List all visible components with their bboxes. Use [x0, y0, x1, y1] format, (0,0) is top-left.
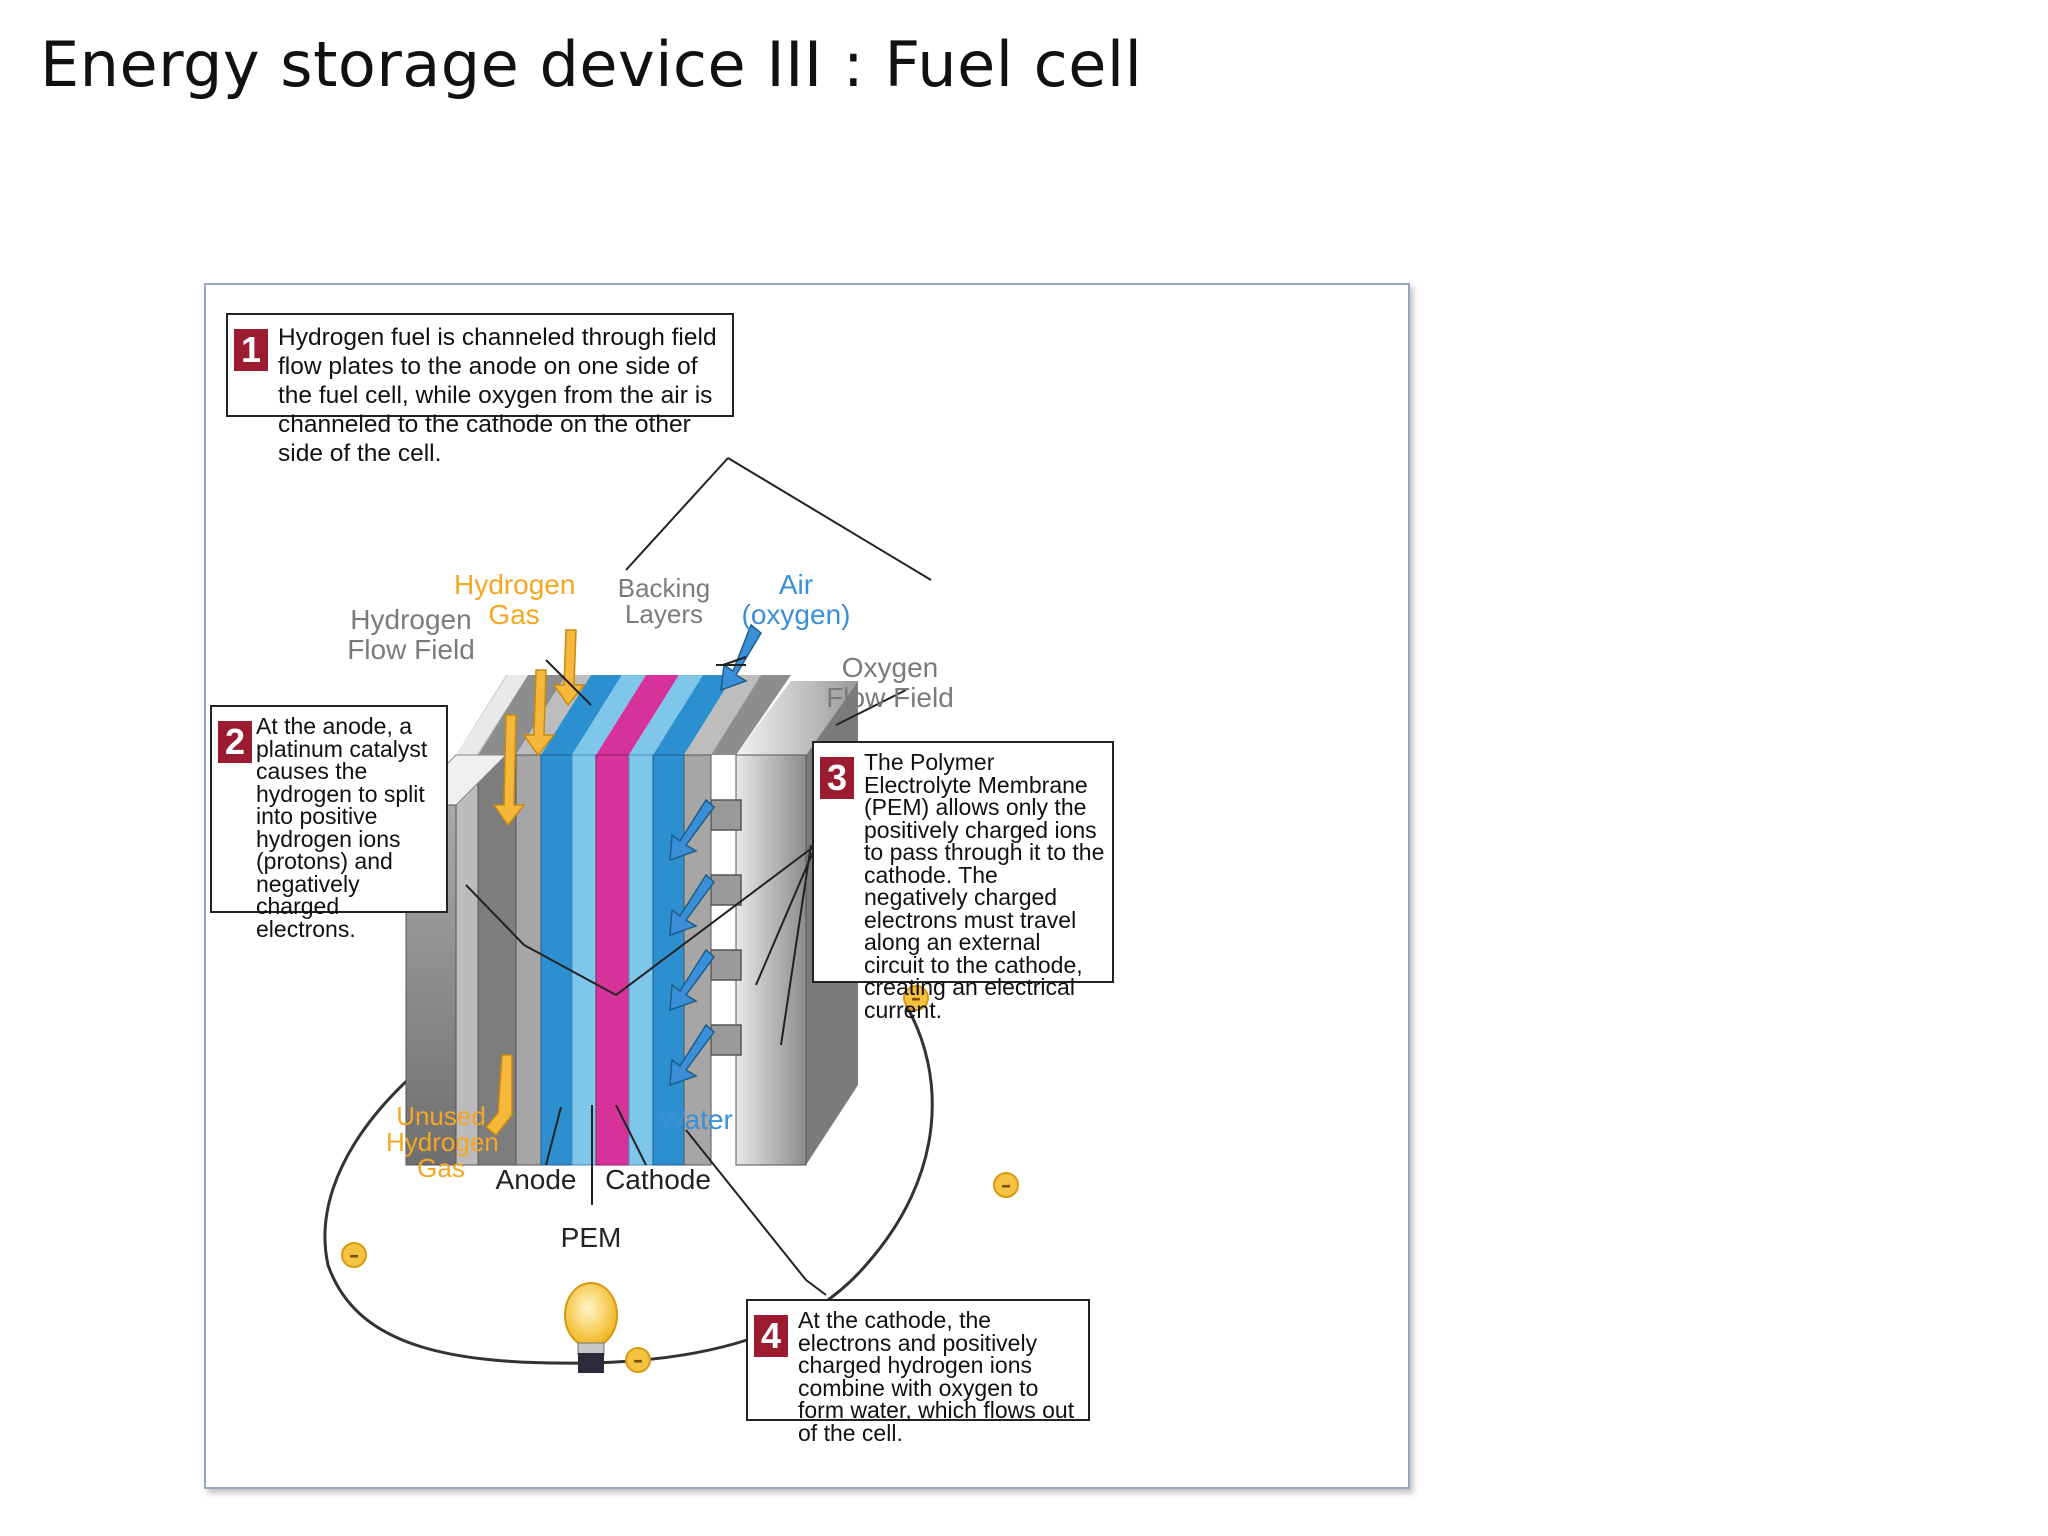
slide-title: Energy storage device III : Fuel cell	[40, 28, 1143, 101]
label-backing-layers: Backing Layers	[617, 573, 711, 629]
oxygen-plate-top	[736, 681, 858, 755]
label-cathode: Cathode	[605, 1164, 711, 1195]
electron-marker: –	[341, 1242, 367, 1268]
label-air-oxygen: Air (oxygen)	[741, 569, 851, 630]
hydrogen-inflow-arrows	[492, 629, 586, 827]
callout-1-text: Hydrogen fuel is channeled through field…	[278, 324, 717, 467]
light-bulb-icon	[564, 1282, 618, 1373]
callout-4-text: At the cathode, the electrons and positi…	[798, 1307, 1075, 1446]
callout-3-number: 3	[820, 757, 854, 799]
label-pem: PEM	[560, 1222, 622, 1253]
callout-1: 1 Hydrogen fuel is channeled through fie…	[226, 313, 734, 467]
cathode-layer	[652, 754, 685, 1166]
leader-lines	[465, 457, 932, 1296]
electron-marker: –	[993, 1172, 1019, 1198]
electron-marker: –	[625, 1347, 651, 1373]
air-inflow-arrow	[720, 623, 762, 692]
svg-text:–: –	[911, 986, 921, 1010]
electron-marker: –	[903, 985, 929, 1011]
callout-2-number: 2	[218, 721, 252, 763]
callout-2: 2 At the anode, a platinum catalyst caus…	[210, 705, 448, 940]
label-hydrogen-gas: Hydrogen Gas	[454, 569, 576, 630]
callout-1-number: 1	[234, 329, 268, 371]
callout-3: 3 The Polymer Electrolyte Membrane (PEM)…	[812, 741, 1114, 1021]
callout-4: 4 At the cathode, the electrons and posi…	[746, 1299, 1090, 1444]
oxygen-plate-front	[735, 754, 807, 1166]
callout-3-text: The Polymer Electrolyte Membrane (PEM) a…	[864, 749, 1105, 1023]
callout-2-text: At the anode, a platinum catalyst causes…	[256, 713, 428, 942]
label-hydrogen-flow-field: Hydrogen Flow Field	[347, 604, 475, 665]
anode-layer	[540, 754, 573, 1166]
svg-text:–: –	[633, 1348, 643, 1372]
membrane-layers	[455, 675, 791, 1166]
water-outflow-arrows	[669, 798, 716, 1087]
label-unused-hydrogen-gas: Unused Hydrogen Gas	[386, 1101, 499, 1183]
hydrogen-plate-top	[456, 675, 528, 755]
fuel-cell-figure: – – – – – –	[204, 283, 1410, 1489]
unused-hydrogen-arrow	[484, 1054, 513, 1137]
svg-text:–: –	[349, 1243, 359, 1267]
label-anode: Anode	[495, 1164, 577, 1195]
pem-layer	[595, 754, 630, 1166]
label-oxygen-flow-field: Oxygen Flow Field	[826, 652, 954, 713]
svg-text:–: –	[1001, 1173, 1011, 1197]
callout-4-number: 4	[754, 1315, 788, 1357]
label-water: Water	[659, 1104, 733, 1135]
